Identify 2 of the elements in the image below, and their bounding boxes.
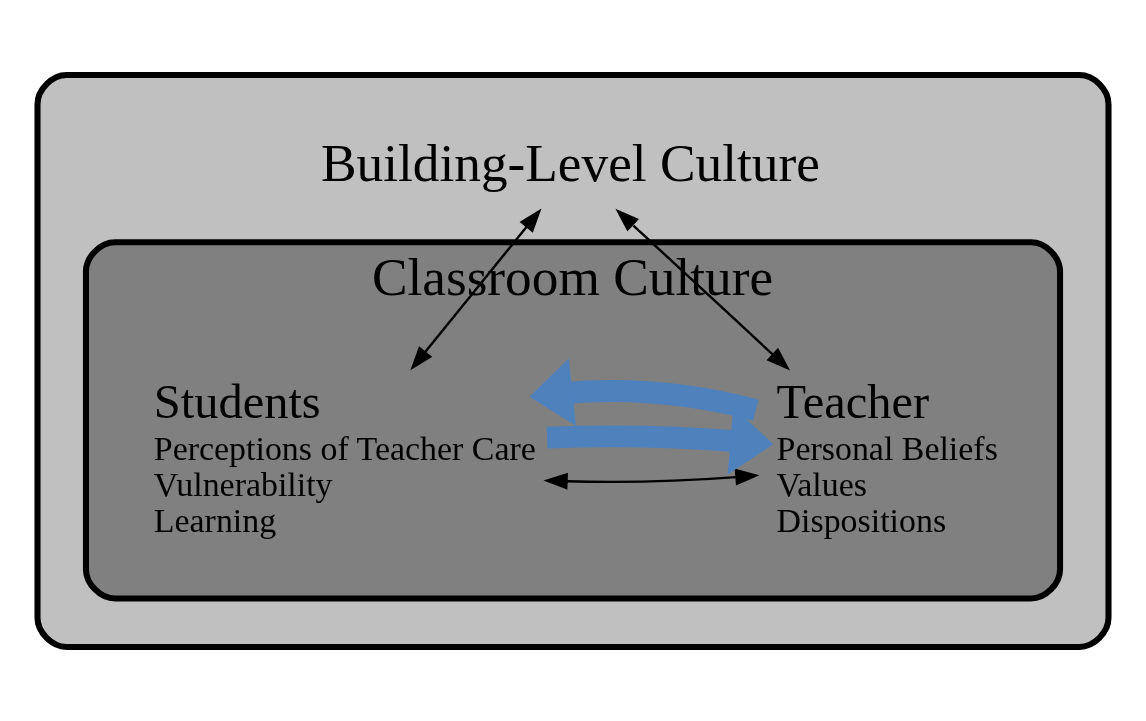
node-text: Teacher Personal Beliefs Values Dispositions <box>776 374 998 539</box>
node-text: Students Perceptions of Teacher Care Vulnerability Learning <box>153 374 536 539</box>
